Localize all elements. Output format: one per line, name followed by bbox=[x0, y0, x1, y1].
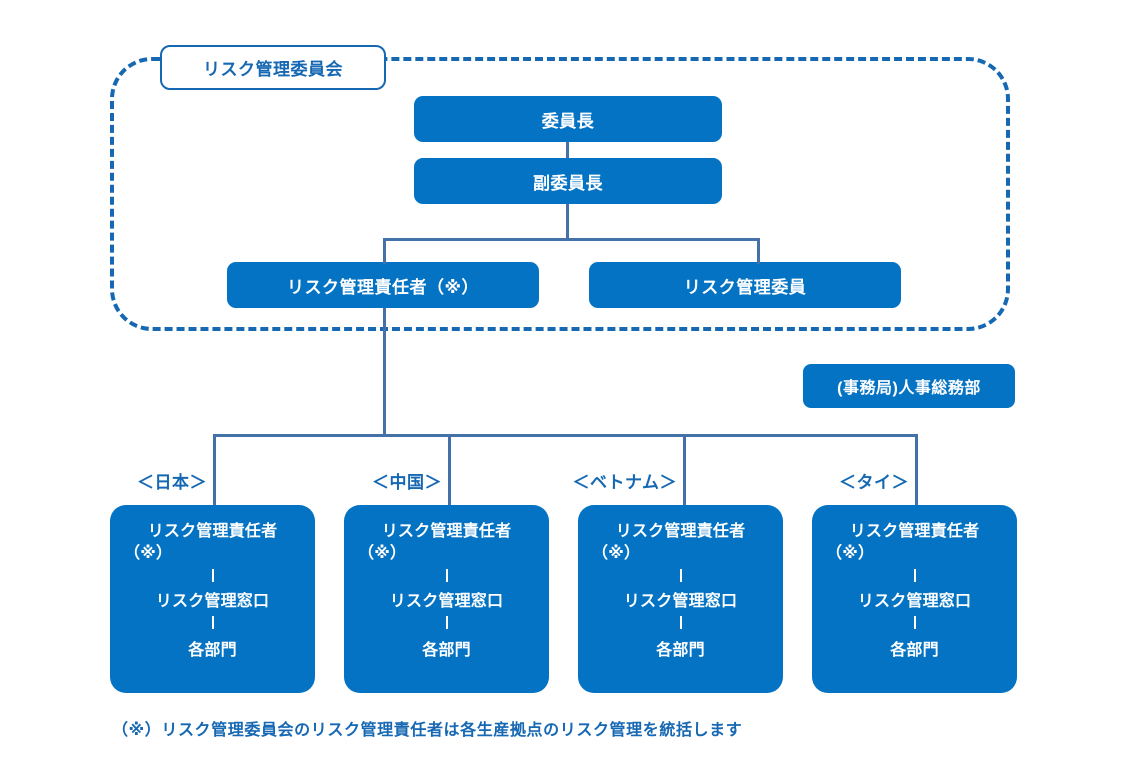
region-role-main-thailand: リスク管理責任者 bbox=[849, 523, 980, 540]
node-chairperson: 委員長 bbox=[414, 96, 722, 142]
vertical-separator-icon bbox=[211, 616, 214, 630]
node-risk-management-officer: リスク管理責任者（※） bbox=[227, 262, 539, 308]
connector-drop-to-vietnam bbox=[683, 434, 686, 506]
region-departments-china: 各部門 bbox=[422, 642, 471, 660]
connector-drop-to-officer bbox=[383, 238, 386, 264]
connector-drop-to-thailand bbox=[915, 434, 918, 506]
region-departments-japan: 各部門 bbox=[188, 642, 237, 660]
region-role-japan: リスク管理責任者 （※） bbox=[120, 521, 305, 564]
connector-committee-split-bar bbox=[383, 238, 760, 241]
region-label-vietnam: ＜ベトナム＞ bbox=[572, 473, 677, 492]
connector-drop-to-committee-member bbox=[757, 238, 760, 264]
region-role-main-vietnam: リスク管理責任者 bbox=[615, 523, 746, 540]
footnote-text: （※）リスク管理委員会のリスク管理責任者は各生産拠点のリスク管理を統括します bbox=[112, 722, 743, 739]
connector-chair-to-vice-chair bbox=[566, 142, 569, 158]
region-contact-vietnam: リスク管理窓口 bbox=[623, 593, 738, 611]
region-contact-thailand: リスク管理窓口 bbox=[857, 593, 972, 611]
node-secretariat-hr-general-affairs: (事務局)人事総務部 bbox=[803, 364, 1015, 408]
region-card-thailand: リスク管理責任者 （※） リスク管理窓口 各部門 bbox=[812, 505, 1017, 693]
vertical-separator-icon bbox=[913, 616, 916, 630]
region-label-japan: ＜日本＞ bbox=[137, 473, 207, 492]
vertical-separator-icon bbox=[211, 569, 214, 583]
vertical-separator-icon bbox=[445, 616, 448, 630]
connector-drop-to-china bbox=[448, 434, 451, 506]
region-card-vietnam: リスク管理責任者 （※） リスク管理窓口 各部門 bbox=[578, 505, 783, 693]
region-label-china: ＜中国＞ bbox=[372, 473, 442, 492]
node-risk-management-committee-member: リスク管理委員 bbox=[589, 262, 901, 308]
region-departments-thailand: 各部門 bbox=[890, 642, 939, 660]
region-role-vietnam: リスク管理責任者 （※） bbox=[588, 521, 773, 564]
vertical-separator-icon bbox=[445, 569, 448, 583]
vertical-separator-icon bbox=[679, 616, 682, 630]
region-contact-japan: リスク管理窓口 bbox=[155, 593, 270, 611]
region-role-main-china: リスク管理責任者 bbox=[381, 523, 512, 540]
committee-boundary-frame bbox=[110, 57, 1010, 331]
region-contact-china: リスク管理窓口 bbox=[389, 593, 504, 611]
region-role-mark-japan: （※） bbox=[124, 544, 173, 562]
connector-drop-to-japan bbox=[213, 434, 216, 506]
committee-title-label: リスク管理委員会 bbox=[160, 45, 386, 90]
vertical-separator-icon bbox=[913, 569, 916, 583]
connector-officer-to-regions bbox=[383, 308, 386, 436]
connector-region-distribution-bar bbox=[213, 434, 918, 437]
node-vice-chairperson: 副委員長 bbox=[414, 158, 722, 204]
region-role-mark-china: （※） bbox=[358, 544, 407, 562]
region-role-china: リスク管理責任者 （※） bbox=[354, 521, 539, 564]
region-role-mark-vietnam: （※） bbox=[592, 544, 641, 562]
region-role-main-japan: リスク管理責任者 bbox=[147, 523, 278, 540]
region-label-thailand: ＜タイ＞ bbox=[839, 473, 909, 492]
region-role-mark-thailand: （※） bbox=[826, 544, 875, 562]
region-departments-vietnam: 各部門 bbox=[656, 642, 705, 660]
region-card-china: リスク管理責任者 （※） リスク管理窓口 各部門 bbox=[344, 505, 549, 693]
region-card-japan: リスク管理責任者 （※） リスク管理窓口 各部門 bbox=[110, 505, 315, 693]
region-role-thailand: リスク管理責任者 （※） bbox=[822, 521, 1007, 564]
connector-vice-chair-down bbox=[566, 204, 569, 238]
vertical-separator-icon bbox=[679, 569, 682, 583]
